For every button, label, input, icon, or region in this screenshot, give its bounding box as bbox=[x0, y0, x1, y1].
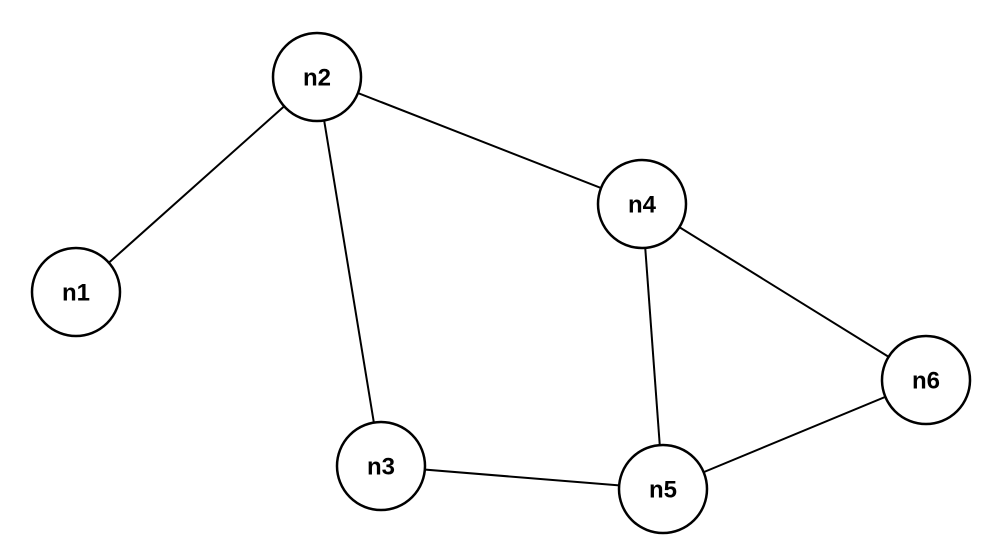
node-n6: n6 bbox=[880, 334, 972, 426]
node-n5: n5 bbox=[617, 443, 709, 535]
node-label-n4: n4 bbox=[628, 192, 657, 219]
node-n3: n3 bbox=[335, 420, 427, 512]
edge-n1-n2 bbox=[75, 76, 318, 293]
edge-n3-n5 bbox=[380, 465, 664, 490]
node-n4: n4 bbox=[596, 158, 688, 250]
node-label-n2: n2 bbox=[303, 65, 331, 92]
node-circle-n3 bbox=[335, 420, 427, 512]
node-n1: n1 bbox=[30, 246, 122, 338]
node-label-n3: n3 bbox=[367, 454, 395, 481]
nodes-layer: n1 n2 n3 n4 n5 n6 bbox=[30, 31, 972, 535]
node-n2: n2 bbox=[271, 31, 363, 123]
edge-n5-n6 bbox=[662, 379, 927, 490]
edges-layer bbox=[75, 76, 927, 490]
node-circle-n2 bbox=[271, 31, 363, 123]
node-circle-n6 bbox=[880, 334, 972, 426]
node-circle-n5 bbox=[617, 443, 709, 535]
edge-n2-n3 bbox=[316, 76, 382, 467]
node-label-n6: n6 bbox=[912, 368, 940, 395]
edge-n4-n5 bbox=[641, 203, 664, 490]
edge-n2-n4 bbox=[316, 76, 643, 205]
node-label-n5: n5 bbox=[649, 477, 677, 504]
edge-n4-n6 bbox=[641, 203, 927, 381]
node-circle-n4 bbox=[596, 158, 688, 250]
node-circle-n1 bbox=[30, 246, 122, 338]
node-label-n1: n1 bbox=[62, 280, 90, 307]
